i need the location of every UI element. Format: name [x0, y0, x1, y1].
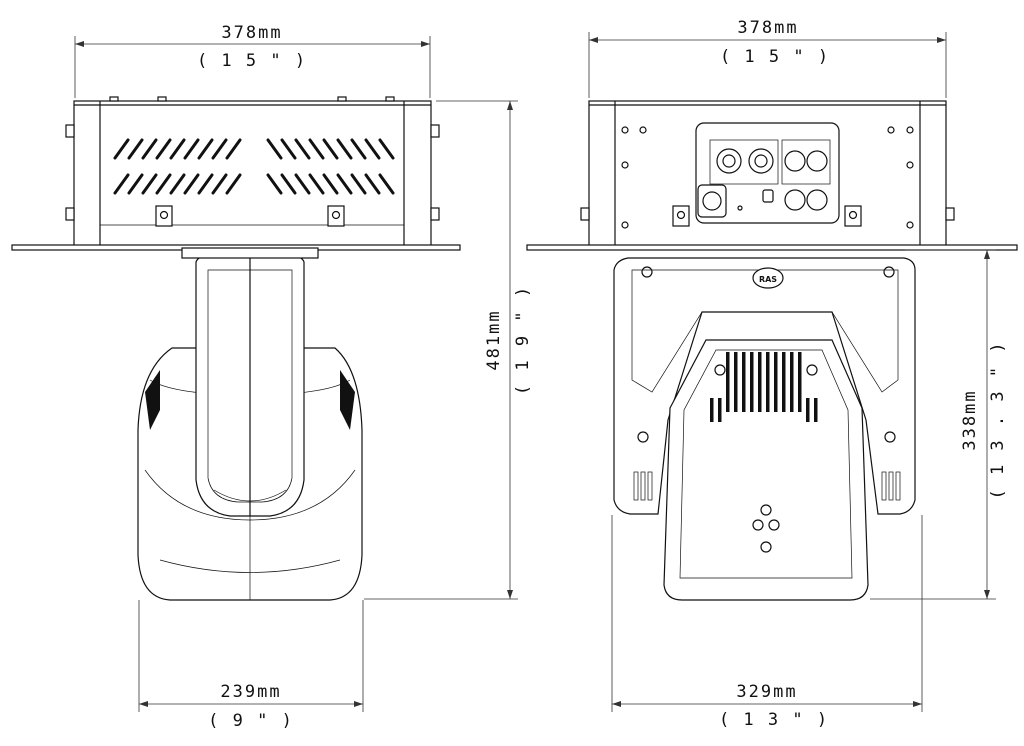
left-base-box: [11, 96, 461, 251]
front-view: 378mm ( 1 5 " ): [526, 18, 1018, 730]
vent-slot: [183, 138, 200, 160]
vent-slot: [378, 173, 395, 195]
vent-slot: [127, 173, 144, 195]
vent-slot: [294, 138, 311, 160]
right-yoke: RAS: [613, 257, 916, 515]
left-bottom-width-in: ( 9 " ): [208, 711, 294, 731]
vent-slot: [155, 173, 172, 195]
overall-height-dimension: 481mm ( 1 9 " ): [364, 100, 533, 600]
side-view: 378mm ( 1 5 " ): [11, 23, 533, 731]
vent-slot: [141, 173, 158, 195]
vent-slot: [350, 138, 367, 160]
head-vent-slot: [758, 352, 762, 412]
vent-slot: [294, 173, 311, 195]
vent-slot: [364, 138, 381, 160]
vent-slot: [364, 173, 381, 195]
vent-slot: [225, 138, 242, 160]
right-base-box: [526, 100, 1018, 251]
vent-slot: [155, 138, 172, 160]
left-top-dimension: 378mm ( 1 5 " ): [74, 23, 431, 98]
left-bottom-dimension: 239mm ( 9 " ): [138, 600, 364, 731]
head-vent-slot: [718, 398, 722, 422]
vent-slot: [197, 138, 214, 160]
head-vent-slot: [782, 352, 786, 412]
left-top-width-mm: 378mm: [221, 23, 282, 43]
right-head: [663, 339, 869, 601]
vent-slot: [378, 138, 395, 160]
head-vent-slot: [814, 398, 818, 422]
vent-slot: [113, 173, 130, 195]
head-vent-slot: [766, 352, 770, 412]
right-bottom-width-mm: 329mm: [736, 682, 797, 702]
left-moving-head: [137, 247, 363, 601]
head-vent-slot: [806, 398, 810, 422]
vent-slot: [266, 173, 283, 195]
right-top-dimension: 378mm ( 1 5 " ): [588, 18, 947, 98]
vent-slot: [322, 138, 339, 160]
vent-slot: [308, 138, 325, 160]
vent-slot: [183, 173, 200, 195]
vent-slot: [169, 138, 186, 160]
overall-height-in: ( 1 9 " ): [513, 285, 533, 395]
vent-slot: [308, 173, 325, 195]
vent-slot: [197, 173, 214, 195]
vent-slot: [322, 173, 339, 195]
head-vent-slots: [710, 352, 818, 422]
head-vent-slot: [798, 352, 802, 412]
head-vent-slot: [774, 352, 778, 412]
vent-slot: [141, 138, 158, 160]
right-bottom-dimension: 329mm ( 1 3 " ): [611, 515, 923, 730]
overall-height-mm: 481mm: [484, 309, 504, 370]
head-vent-slot: [710, 398, 714, 422]
head-height-dimension: 338mm ( 1 3 . 3 " ): [870, 249, 1008, 600]
left-bottom-width-mm: 239mm: [220, 682, 281, 702]
vent-slot: [280, 173, 297, 195]
vent-slot: [266, 138, 283, 160]
right-top-width-mm: 378mm: [737, 18, 798, 38]
ventilation-slots: [113, 138, 395, 195]
vent-slot: [336, 173, 353, 195]
head-vent-slot: [726, 352, 730, 412]
vent-slot: [169, 173, 186, 195]
vent-slot: [211, 173, 228, 195]
head-vent-slot: [742, 352, 746, 412]
head-vent-slot: [734, 352, 738, 412]
vent-slot: [127, 138, 144, 160]
head-height-mm: 338mm: [960, 389, 980, 450]
vent-slot: [350, 173, 367, 195]
head-height-in: ( 1 3 . 3 " ): [988, 340, 1008, 499]
right-bottom-width-in: ( 1 3 " ): [719, 710, 829, 730]
head-vent-slot: [790, 352, 794, 412]
vent-slot: [225, 173, 242, 195]
right-top-width-in: ( 1 5 " ): [720, 47, 830, 67]
vent-slot: [211, 138, 228, 160]
head-vent-slot: [750, 352, 754, 412]
vent-slot: [280, 138, 297, 160]
vent-slot: [336, 138, 353, 160]
vent-slot: [113, 138, 130, 160]
brand-logo: RAS: [759, 275, 777, 284]
left-top-width-in: ( 1 5 " ): [197, 51, 307, 71]
